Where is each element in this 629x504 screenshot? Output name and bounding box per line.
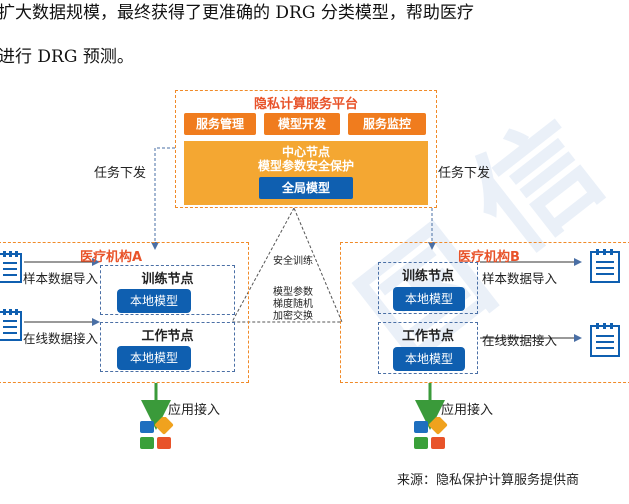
org-b-online-access-label: 在线数据接入 — [482, 333, 558, 348]
secure-line-3: 加密交换 — [273, 311, 313, 322]
center-node-title: 中心节点 — [281, 145, 330, 159]
org-a-box — [0, 242, 249, 383]
task-dispatch-right-label: 任务下发 — [438, 166, 491, 181]
service-monitoring-block: 服务监控 — [348, 113, 426, 135]
center-node: 中心节点 模型参数安全保护 全局模型 — [184, 141, 428, 205]
org-a-train-node-title: 训练节点 — [141, 272, 194, 287]
org-b-sample-import-label: 样本数据导入 — [482, 271, 558, 286]
secure-training-label: 安全训练 — [273, 256, 313, 267]
document-icon — [590, 249, 620, 283]
org-b-box — [340, 242, 629, 383]
org-a-local-model-2: 本地模型 — [117, 346, 191, 370]
privacy-platform-box: 隐私计算服务平台 服务管理 模型开发 服务监控 中心节点 模型参数安全保护 全局… — [175, 90, 437, 208]
org-a-app-access-label: 应用接入 — [168, 403, 221, 418]
org-a-work-node-title: 工作节点 — [141, 329, 194, 344]
center-node-subtitle: 模型参数安全保护 — [257, 159, 354, 173]
document-icon — [0, 309, 22, 341]
org-b-local-model-2: 本地模型 — [393, 347, 465, 371]
org-b-train-node: 训练节点 本地模型 — [378, 262, 478, 314]
org-a-sample-import-label: 样本数据导入 — [23, 271, 99, 286]
secure-line-1: 模型参数 — [273, 287, 313, 298]
service-management-block: 服务管理 — [184, 113, 256, 135]
org-b-work-node-title: 工作节点 — [401, 329, 454, 344]
org-b-local-model-1: 本地模型 — [393, 287, 465, 311]
org-b-app-access-label: 应用接入 — [441, 403, 494, 418]
org-a-work-node: 工作节点 本地模型 — [100, 322, 235, 372]
platform-title: 隐私计算服务平台 — [253, 97, 358, 112]
document-icon — [590, 323, 620, 357]
org-b-work-node: 工作节点 本地模型 — [378, 322, 478, 374]
paragraph-line-2: 进行 DRG 预测。 — [0, 47, 134, 67]
org-b-train-node-title: 训练节点 — [401, 269, 454, 284]
org-a-title: 医疗机构A — [80, 250, 143, 265]
secure-line-2: 梯度随机 — [273, 299, 313, 310]
app-grid-icon — [414, 417, 448, 449]
global-model-block: 全局模型 — [259, 177, 353, 199]
app-grid-icon — [140, 417, 174, 449]
model-development-block: 模型开发 — [264, 113, 340, 135]
document-icon — [0, 251, 22, 283]
source-caption: 来源：隐私保护计算服务提供商 — [397, 473, 580, 488]
task-dispatch-left-label: 任务下发 — [94, 166, 147, 181]
org-b-title: 医疗机构B — [458, 250, 520, 265]
paragraph-line-1: 扩大数据规模，最终获得了更准确的 DRG 分类模型，帮助医疗 — [0, 3, 474, 23]
org-a-train-node: 训练节点 本地模型 — [100, 265, 235, 315]
org-a-local-model-1: 本地模型 — [117, 289, 191, 313]
org-a-online-access-label: 在线数据接入 — [23, 331, 99, 346]
